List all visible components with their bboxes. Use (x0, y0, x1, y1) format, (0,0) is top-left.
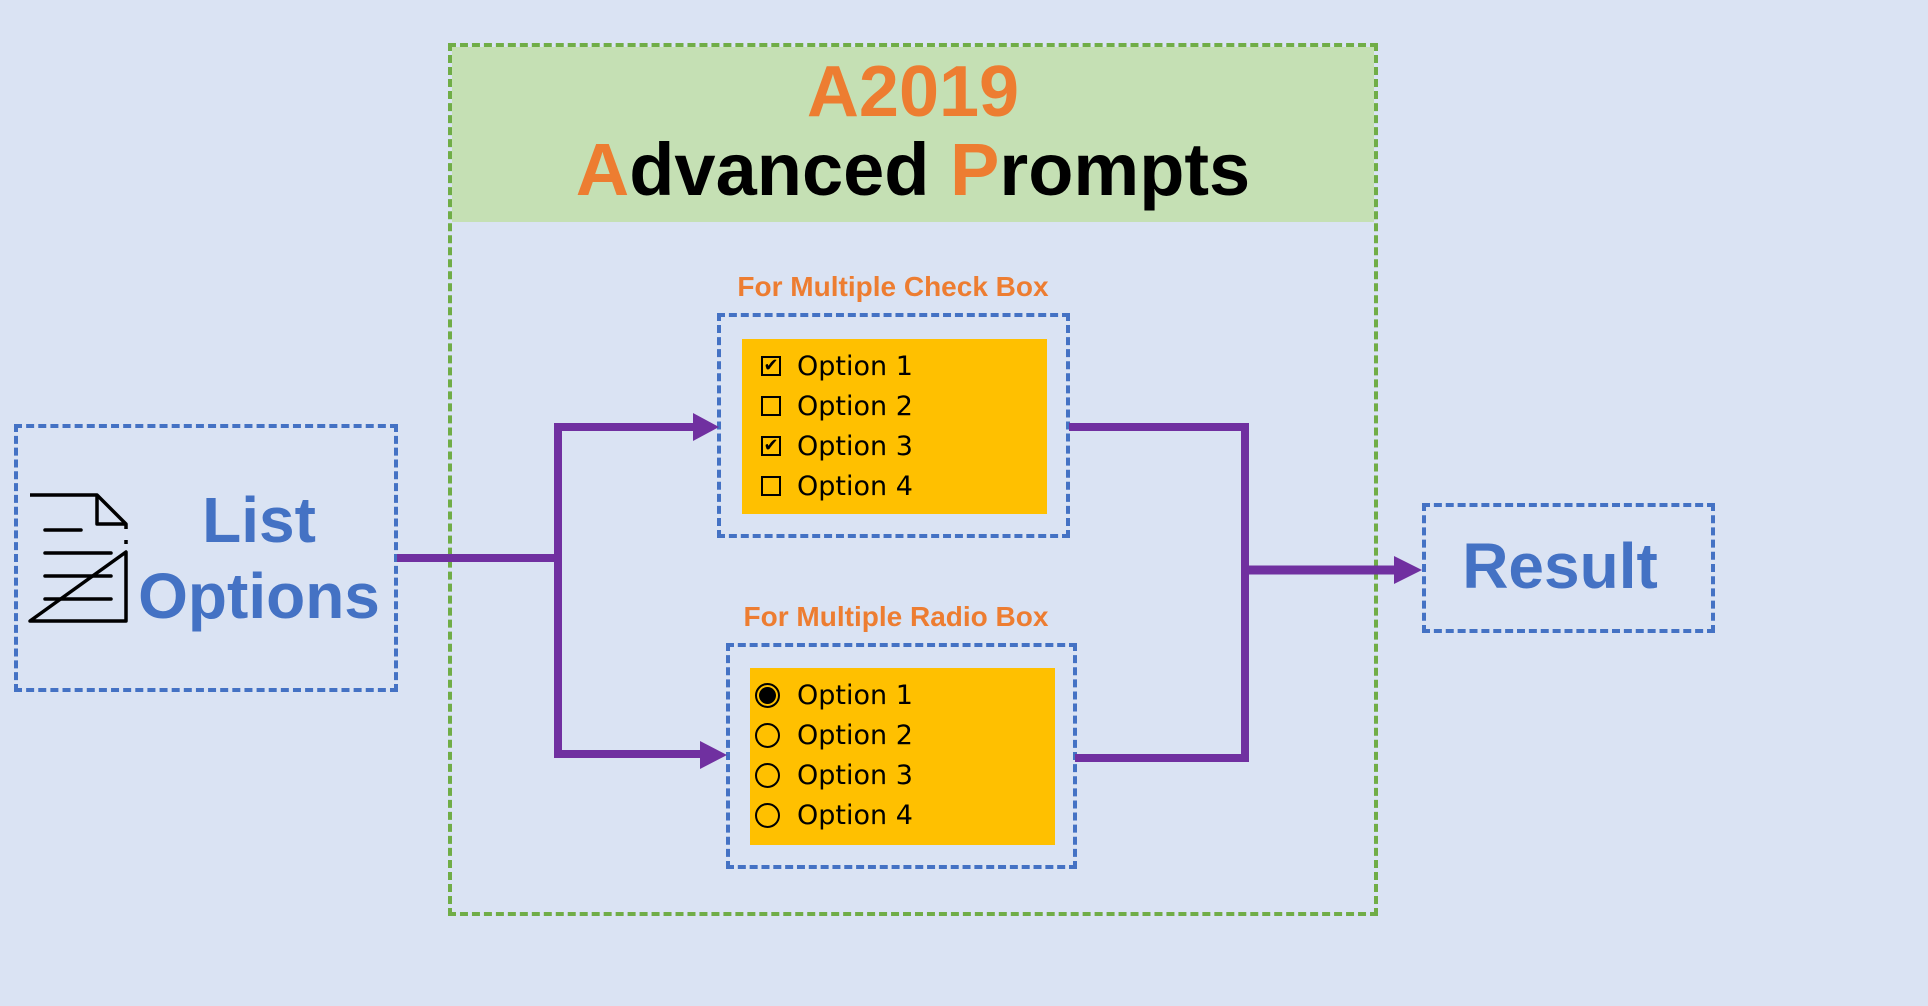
radio-option-label: Option 1 (797, 679, 913, 711)
radio-dot-icon (759, 686, 776, 704)
radio-option-label: Option 2 (797, 719, 913, 751)
checkbox-panel (717, 313, 1070, 538)
radio-option-label: Option 4 (797, 799, 913, 831)
title-part: dvanced (629, 128, 951, 211)
checkbox-option-label: Option 3 (797, 430, 913, 462)
checkmark-icon: ✔ (763, 435, 779, 456)
title-banner (452, 47, 1374, 222)
result-node (1422, 503, 1715, 633)
list-options-node (14, 424, 398, 692)
title-part: rompts (999, 128, 1251, 211)
checkbox-option[interactable]: ✔ Option 1 (742, 346, 913, 386)
title-part: P (950, 128, 1000, 211)
radio-list: Option 1 Option 2 Option 3 Option 4 (750, 668, 1055, 845)
radio-button-icon[interactable] (755, 762, 780, 788)
checkmark-icon: ✔ (763, 355, 779, 376)
result-label: Result (1462, 530, 1658, 602)
connector-from-checkbox (1069, 423, 1249, 762)
list-options-line1: List (202, 484, 316, 556)
checkbox-unchecked-icon[interactable] (761, 396, 781, 416)
list-options-line2: Options (138, 560, 380, 632)
checkbox-option-label: Option 2 (797, 390, 913, 422)
checkbox-option[interactable]: Option 2 (742, 386, 913, 426)
radio-button-icon[interactable] (755, 722, 780, 748)
radio-option[interactable]: Option 2 (750, 715, 913, 755)
arrowhead-radio (700, 741, 727, 769)
title-version: A2019 (806, 52, 1020, 132)
radio-button-icon[interactable] (755, 802, 780, 828)
arrowhead-result (1394, 556, 1422, 584)
radio-option[interactable]: Option 4 (750, 795, 913, 835)
checkbox-panel-heading: For Multiple Check Box (737, 271, 1049, 302)
checkbox-option-label: Option 1 (797, 350, 913, 382)
title-part: A (575, 128, 630, 211)
checkbox-unchecked-icon[interactable] (761, 476, 781, 496)
radio-option[interactable]: Option 3 (750, 755, 913, 795)
checkbox-option[interactable]: ✔ Option 3 (742, 426, 913, 466)
radio-panel-heading: For Multiple Radio Box (743, 601, 1049, 632)
checkbox-checked-icon[interactable]: ✔ (761, 356, 781, 376)
checkbox-list: ✔ Option 1 Option 2 ✔ Option 3 Option 4 (742, 339, 1047, 514)
radio-option[interactable]: Option 1 (750, 675, 913, 715)
document-icon (28, 493, 128, 623)
connector-to-checkbox (554, 423, 695, 558)
connector-to-radio (554, 558, 703, 758)
arrowhead-checkbox (693, 413, 719, 441)
radio-button-icon[interactable] (755, 682, 780, 708)
checkbox-option[interactable]: Option 4 (742, 466, 913, 506)
title-main: Advanced Prompts (452, 128, 1374, 212)
checkbox-option-label: Option 4 (797, 470, 913, 502)
advanced-prompts-container (448, 43, 1378, 916)
checkbox-checked-icon[interactable]: ✔ (761, 436, 781, 456)
radio-option-label: Option 3 (797, 759, 913, 791)
